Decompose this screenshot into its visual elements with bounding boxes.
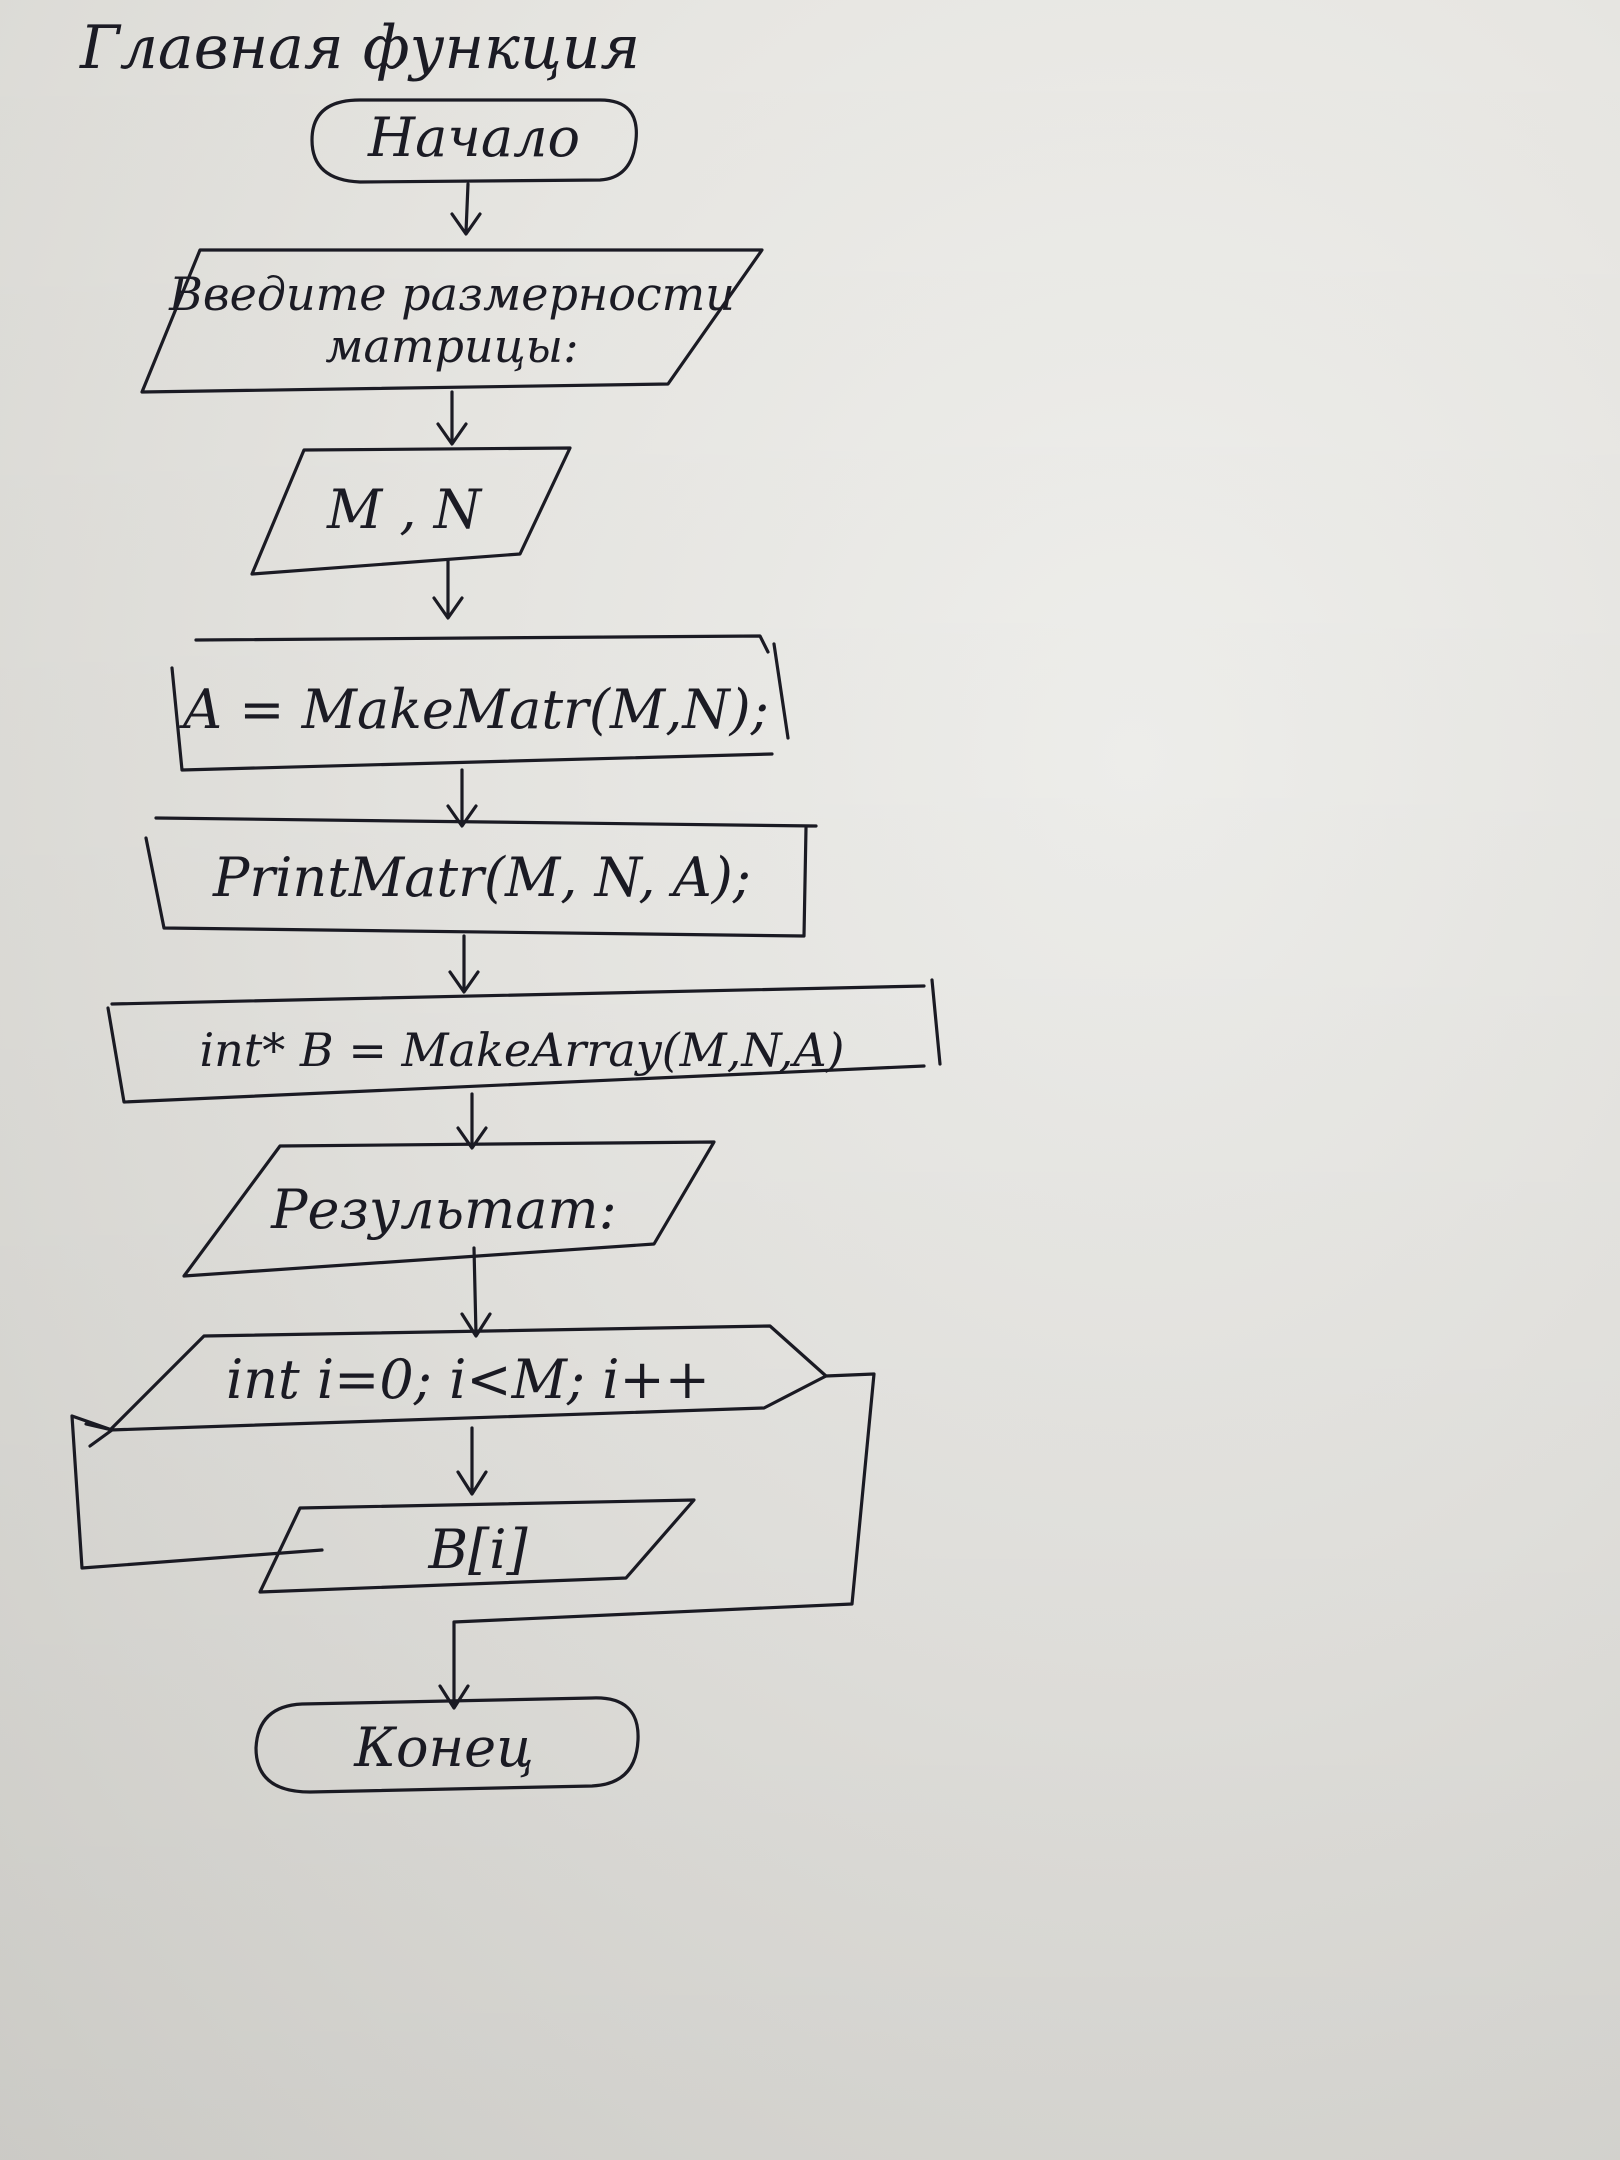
result-label: Результат:: [270, 1178, 617, 1241]
arrow-makearray-to-result: [456, 1092, 488, 1150]
arrow-makematr-to-printmatr: [446, 768, 478, 828]
result-parallelogram: Результат:: [182, 1140, 716, 1278]
arrow-start-to-prompt: [450, 182, 482, 236]
input-mn-label: M , N: [326, 478, 483, 541]
prompt-parallelogram: Введите размерности матрицы:: [140, 248, 764, 394]
arrow-printmatr-to-makearray: [448, 934, 480, 994]
arrow-loop-to-output: [456, 1426, 488, 1496]
print-matrix-label: PrintMatr(M, N, A);: [212, 846, 751, 909]
prompt-line-1: Введите размерности: [168, 267, 735, 321]
arrow-input-to-makematr: [432, 558, 464, 620]
print-matrix-process: PrintMatr(M, N, A);: [144, 816, 818, 938]
input-mn-parallelogram: M , N: [250, 446, 572, 576]
end-label: Конец: [353, 1716, 534, 1779]
loop-back-line: [70, 1414, 324, 1570]
start-terminator: Начало: [310, 98, 638, 184]
page-title: Главная функция: [79, 13, 640, 83]
loop-hexagon: int i=0; i<M; i++: [108, 1324, 828, 1432]
loop-exit-line: [438, 1372, 876, 1710]
make-matrix-process: A = MakeMatr(M,N);: [170, 634, 790, 772]
prompt-line-2: матрицы:: [325, 319, 578, 373]
end-terminator: Конец: [254, 1696, 640, 1794]
make-matrix-label: A = MakeMatr(M,N);: [178, 678, 769, 741]
arrow-result-to-loop: [460, 1246, 492, 1338]
make-array-process: int* B = MakeArray(M,N,A): [106, 978, 942, 1104]
make-array-label: int* B = MakeArray(M,N,A): [199, 1023, 844, 1077]
start-label: Начало: [367, 106, 580, 169]
output-bi-label: B[i]: [427, 1518, 528, 1581]
output-bi-parallelogram: B[i]: [258, 1498, 696, 1594]
arrow-prompt-to-input: [436, 390, 468, 446]
loop-label: int i=0; i<M; i++: [226, 1348, 710, 1411]
